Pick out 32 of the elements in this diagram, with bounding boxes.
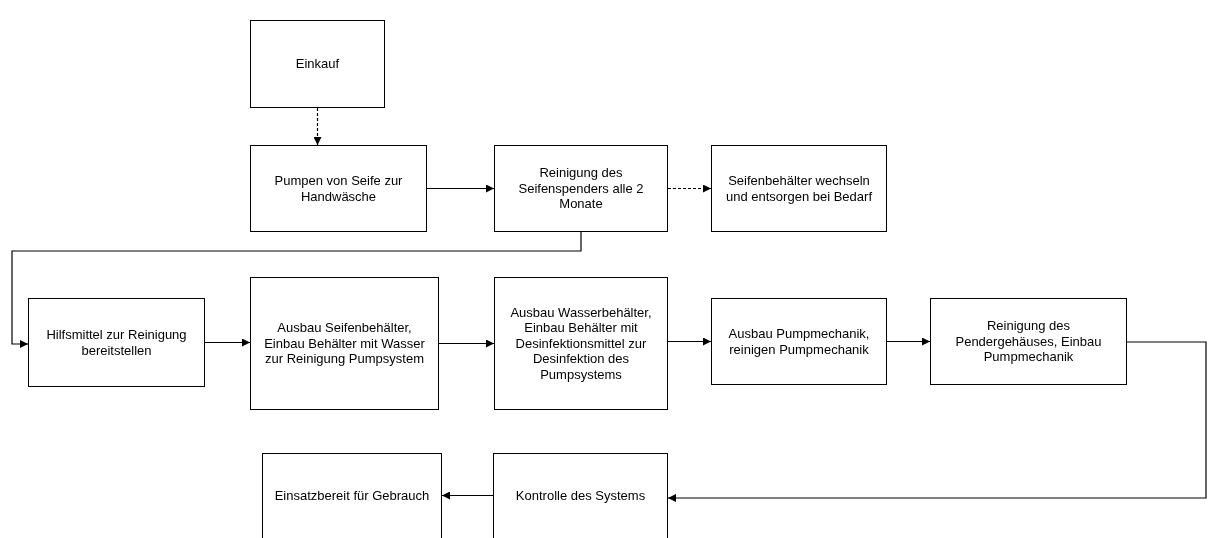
step-text: Kontrolle des Systems [515, 488, 646, 504]
arrow [667, 337, 712, 346]
process-box [494, 145, 668, 232]
step-text: Ausbau Wasserbehälter, Einbau Behälter mit Desinfektionsmittel zur Desinfektion des Pumpsystems [509, 304, 653, 383]
step-text: Hilfsmittel zur Reinigung bereitstellen [45, 327, 188, 358]
arrow [667, 184, 712, 193]
process-box [250, 277, 439, 410]
step-text: Einsatzbereit für Gebrauch [274, 488, 430, 504]
step-text: Ausbau Seifenbehälter, Einbau Behälter mit Wasser zur Reinigung Pumpsystem [263, 320, 426, 367]
process-box [250, 20, 385, 108]
arrow [426, 184, 495, 193]
step-text: Reinigung des Seifenspenders alle 2 Monate [517, 165, 645, 212]
step-text: Einkauf [295, 56, 340, 72]
arrow [438, 339, 495, 348]
step-text: Ausbau Pumpmechanik, reinigen Pumpmechanik [727, 326, 871, 357]
process-box [711, 298, 887, 385]
process-box [250, 145, 427, 232]
arrow [886, 337, 931, 346]
arrow [313, 107, 322, 146]
step-text: Reinigung des Pendergehäuses, Einbau Pumpmechanik [954, 318, 1103, 365]
process-box [930, 298, 1127, 385]
arrow [667, 341, 1207, 502]
process-box [711, 145, 887, 232]
process-box [493, 453, 668, 538]
step-text: Pumpen von Seife zur Handwäsche [273, 173, 404, 204]
process-box [28, 298, 205, 387]
arrow [204, 338, 251, 347]
step-text: Seifenbehälter wechseln und entsorgen bei Bedarf [725, 173, 873, 204]
arrow [441, 491, 494, 500]
arrow [11, 231, 582, 348]
process-box [262, 453, 442, 538]
process-box [494, 277, 668, 410]
